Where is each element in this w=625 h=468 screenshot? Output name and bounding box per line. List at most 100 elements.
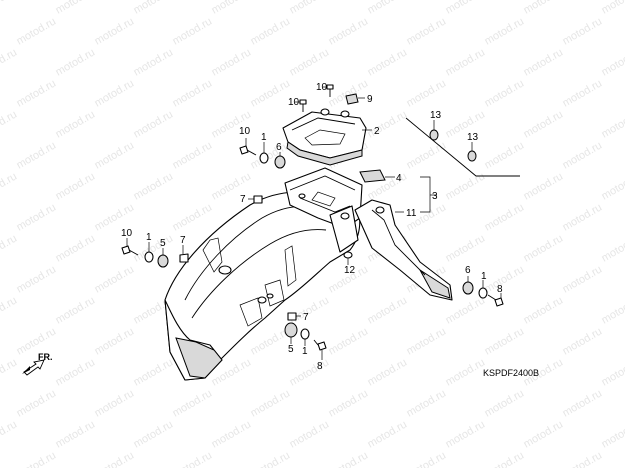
reference-outline	[405, 117, 520, 177]
watermark-text: motod.ru	[0, 170, 19, 202]
watermark-text: motod.ru	[561, 325, 605, 357]
watermark-text: motod.ru	[444, 170, 488, 202]
watermark-text: motod.ru	[15, 387, 59, 419]
watermark-text: motod.ru	[210, 170, 254, 202]
watermark-text: motod.ru	[522, 46, 566, 78]
watermark-text: motod.ru	[132, 108, 176, 140]
watermark-text: motod.ru	[249, 139, 293, 171]
watermark-text: motod.ru	[600, 418, 625, 450]
nut-13a	[429, 129, 439, 141]
watermark-text: motod.ru	[15, 263, 59, 295]
watermark-text: motod.ru	[93, 449, 137, 468]
front-label: FR.	[38, 352, 53, 362]
callout-10: 10	[239, 126, 251, 137]
watermark-text: motod.ru	[327, 387, 371, 419]
watermark-text: motod.ru	[522, 418, 566, 450]
watermark-text: motod.ru	[405, 77, 449, 109]
watermark-text: motod.ru	[444, 418, 488, 450]
watermark-text: motod.ru	[15, 139, 59, 171]
clip-9	[345, 93, 359, 105]
collar-1b	[144, 251, 154, 263]
callout-8: 10	[288, 97, 300, 108]
watermark-text: motod.ru	[54, 108, 98, 140]
watermark-text: motod.ru	[600, 170, 625, 202]
watermark-text: motod.ru	[54, 0, 98, 17]
callout-13: 13	[430, 110, 442, 121]
clip-7b	[253, 195, 263, 204]
watermark-text: motod.ru	[54, 356, 98, 388]
watermark-text: motod.ru	[132, 356, 176, 388]
watermark-text: motod.ru	[600, 356, 625, 388]
callout-10: 10	[121, 228, 133, 239]
watermark-text: motod.ru	[54, 170, 98, 202]
watermark-text: motod.ru	[15, 77, 59, 109]
watermark-text: motod.ru	[15, 201, 59, 233]
collar-1a	[259, 152, 269, 164]
collar-1c	[300, 328, 310, 340]
callout-2: 2	[374, 126, 380, 137]
watermark-text: motod.ru	[561, 77, 605, 109]
watermark-text: motod.ru	[444, 232, 488, 264]
clip-7c	[287, 312, 297, 321]
watermark-text: motod.ru	[132, 418, 176, 450]
bolt-10d	[487, 294, 504, 307]
watermark-text: motod.ru	[171, 387, 215, 419]
watermark-text: motod.ru	[171, 449, 215, 468]
watermark-text: motod.ru	[249, 77, 293, 109]
watermark-text: motod.ru	[483, 15, 527, 47]
watermark-text: motod.ru	[171, 77, 215, 109]
fasteners	[121, 84, 504, 351]
watermark-text: motod.ru	[483, 77, 527, 109]
watermark-text: motod.ru	[249, 387, 293, 419]
watermark-text: motod.ru	[561, 139, 605, 171]
callout-5: 5	[160, 238, 166, 249]
watermark-text: motod.ru	[171, 15, 215, 47]
watermark-text: motod.ru	[600, 232, 625, 264]
callout-9: 9	[367, 94, 373, 105]
watermark-text: motod.ru	[366, 294, 410, 326]
callout-7: 7	[180, 235, 186, 246]
diagram-code: KSPDF2400B	[483, 368, 539, 378]
rear-fender	[164, 191, 361, 381]
callout-11: 11	[406, 208, 417, 219]
callout-1: 1	[481, 271, 487, 282]
watermark-text: motod.ru	[522, 294, 566, 326]
watermark-text: motod.ru	[249, 449, 293, 468]
front-direction-arrow: FR.	[22, 352, 53, 376]
callout-7: 7	[303, 312, 309, 323]
callout-3: 3	[432, 191, 438, 202]
watermark-text: motod.ru	[0, 294, 19, 326]
watermark-text: motod.ru	[600, 294, 625, 326]
watermark-text: motod.ru	[600, 46, 625, 78]
watermark-text: motod.ru	[366, 418, 410, 450]
collar-1d	[478, 287, 488, 299]
watermark-text: motod.ru	[210, 46, 254, 78]
watermark-text: motod.ru	[522, 108, 566, 140]
callout-labels: 10 10 9 2 10 1 6 4 3 11 13 13 7 10 1 5 7…	[121, 82, 503, 372]
bolt-10a	[239, 145, 257, 156]
watermark-text: motod.ru	[132, 170, 176, 202]
grommet-5a	[157, 254, 169, 268]
watermark-text: motod.ru	[522, 170, 566, 202]
watermark-text: motod.ru	[327, 325, 371, 357]
watermark-text: motod.ru	[483, 325, 527, 357]
callout-1: 1	[302, 346, 308, 357]
watermark-text: motod.ru	[366, 356, 410, 388]
watermark-text: motod.ru	[0, 46, 19, 78]
watermark-text: motod.ru	[132, 0, 176, 17]
watermark-text: motod.ru	[522, 232, 566, 264]
watermark-text: motod.ru	[288, 356, 332, 388]
callout-10: 8	[317, 361, 323, 372]
watermark-text: motod.ru	[327, 77, 371, 109]
leader-lines	[126, 86, 502, 360]
watermark-text: motod.ru	[0, 0, 19, 17]
watermark-text: motod.ru	[561, 263, 605, 295]
watermark-text: motod.ru	[600, 0, 625, 17]
watermark-text: motod.ru	[600, 108, 625, 140]
watermark-text: motod.ru	[0, 232, 19, 264]
callout-4: 4	[396, 173, 402, 184]
clip-7a	[179, 253, 189, 263]
watermark-text: motod.ru	[405, 387, 449, 419]
watermark-text: motod.ru	[171, 139, 215, 171]
